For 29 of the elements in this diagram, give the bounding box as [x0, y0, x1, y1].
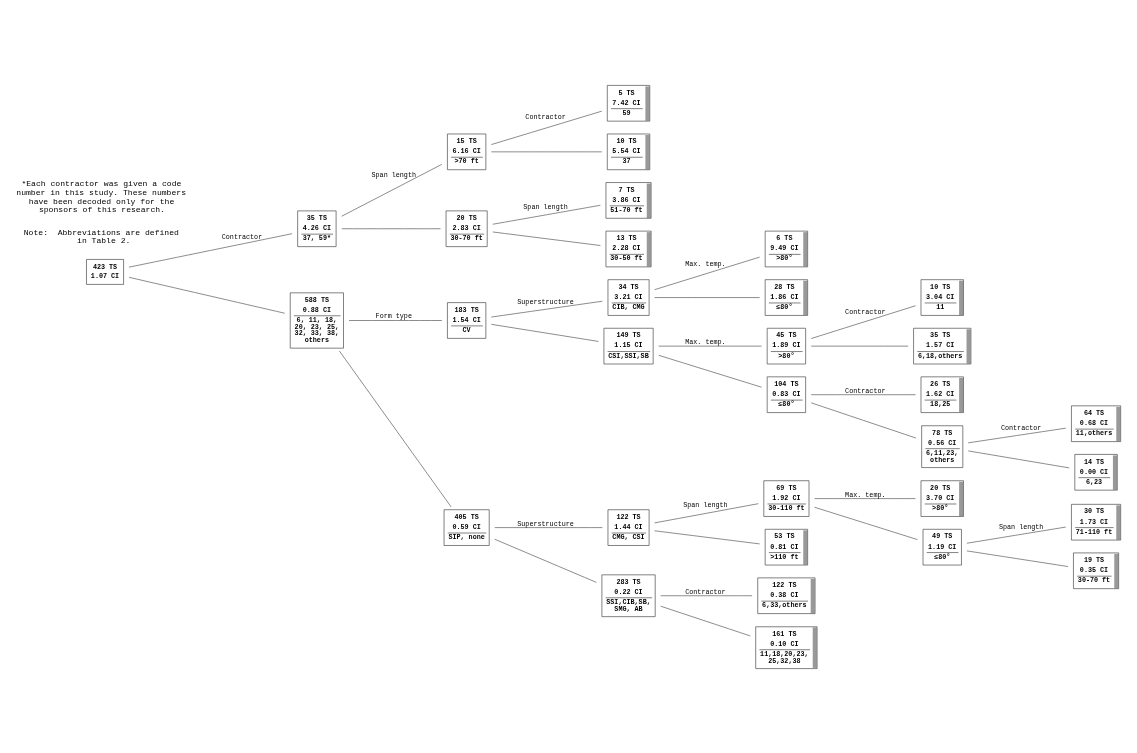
connector: [966, 526, 1067, 544]
connector: [494, 538, 597, 583]
connector: [810, 304, 916, 339]
connector: [654, 502, 759, 523]
connector: [967, 450, 1070, 468]
connector: [341, 163, 443, 217]
connector: [128, 232, 293, 267]
connector: [660, 605, 751, 636]
connector: [492, 204, 601, 225]
connector: [814, 497, 916, 499]
connector: [491, 323, 599, 342]
connector: [654, 256, 760, 290]
connector: [348, 319, 443, 321]
connector: [810, 402, 917, 438]
connector: [654, 529, 760, 544]
connector: [654, 296, 760, 298]
connector: [341, 227, 441, 229]
connector: [491, 300, 603, 317]
connector: [339, 350, 452, 507]
connector: [494, 526, 603, 528]
connector: [810, 393, 916, 395]
connector: [658, 354, 762, 388]
connector: [492, 231, 601, 246]
connector: [814, 506, 918, 540]
connector: [491, 110, 603, 145]
connector: [966, 550, 1069, 567]
connector: [660, 594, 753, 596]
connector: [128, 276, 286, 314]
connector: [967, 427, 1067, 443]
